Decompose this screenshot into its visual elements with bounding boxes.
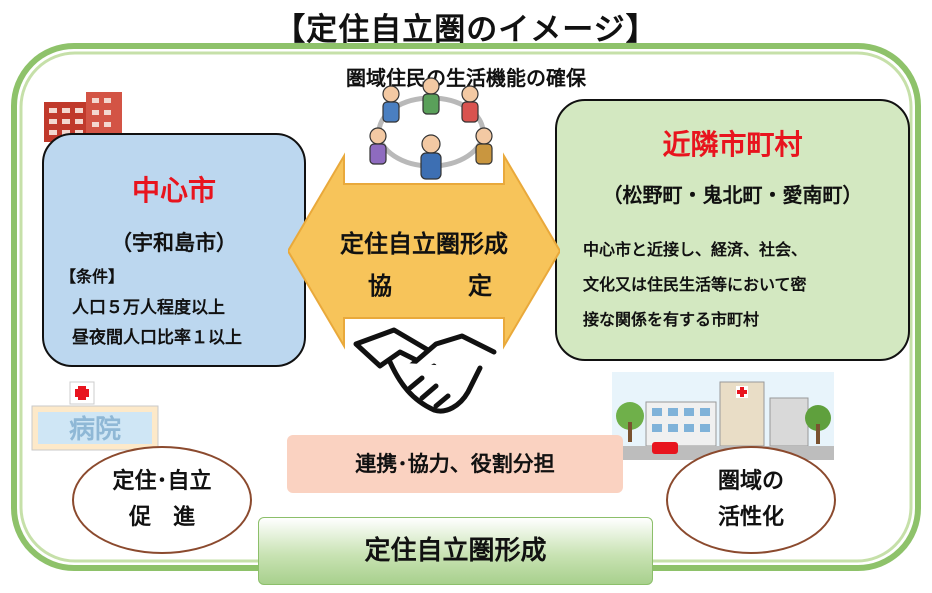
neighbors-name: 近隣市町村	[662, 128, 803, 161]
subtitle: 圏域住民の生活機能の確保	[346, 66, 586, 90]
agreement-title: 定住自立圏形成	[340, 230, 508, 258]
neighbors-description-line: 中心市と近接し、経済、社会、	[583, 240, 808, 259]
page-title: 【定住自立圏のイメージ】	[274, 12, 658, 48]
town-buildings-icon	[612, 372, 834, 460]
region-activation-oval: 圏域の 活性化	[666, 446, 836, 554]
agreement-label-left: 協	[368, 272, 392, 300]
neighbors-box: 近隣市町村 （松野町・鬼北町・愛南町） 中心市と近接し、経済、社会、 文化又は住…	[555, 99, 910, 361]
handshake-icon	[353, 327, 497, 414]
neighbors-towns: （松野町・鬼北町・愛南町）	[602, 183, 863, 207]
conditions-heading: 【条件】	[60, 267, 125, 286]
hospital-sign-text: 病院	[69, 414, 121, 445]
hospital-sign-icon: 病院	[31, 381, 159, 451]
center-city-label: （宇和島市）	[111, 231, 237, 255]
people-circle-icon	[369, 77, 493, 180]
condition-item: 人口５万人程度以上	[72, 298, 225, 318]
center-city-box: 中心市 （宇和島市） 【条件】 人口５万人程度以上 昼夜間人口比率１以上	[42, 133, 306, 367]
center-city-name: 中心市	[131, 174, 216, 207]
settle-oval-line2: 促 進	[128, 505, 195, 530]
agreement-double-arrow	[288, 152, 560, 350]
condition-item: 昼夜間人口比率１以上	[72, 328, 242, 348]
neighbors-description-line: 文化又は住民生活等において密	[583, 275, 807, 294]
formation-banner: 定住自立圏形成	[258, 517, 653, 585]
settle-oval-line1: 定住･自立	[112, 469, 212, 494]
activation-oval-line1: 圏域の	[717, 469, 784, 494]
cooperation-label: 連携･協力、役割分担	[287, 435, 623, 493]
neighbors-description-line: 接な関係を有する市町村	[583, 310, 760, 329]
agreement-label-right: 定	[468, 272, 492, 300]
activation-oval-line2: 活性化	[717, 505, 784, 530]
settle-promotion-oval: 定住･自立 促 進	[72, 446, 252, 554]
